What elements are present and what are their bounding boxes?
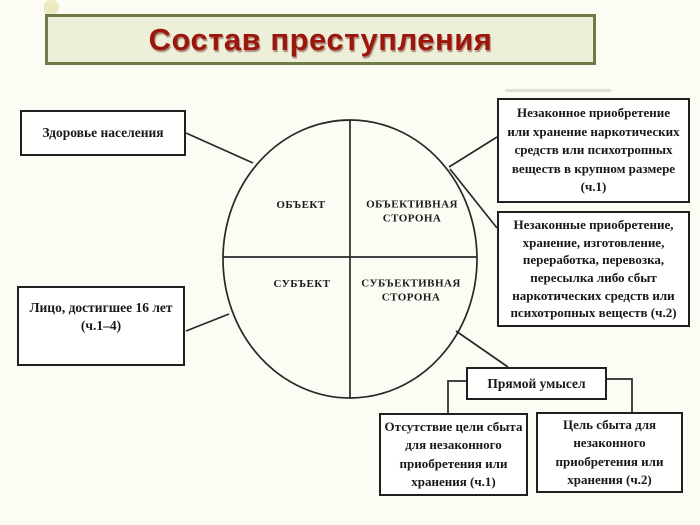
box-text-line: пересылка либо сбыт — [530, 270, 657, 285]
quadrant-label-subject: СУБЪЕКТ — [273, 277, 331, 290]
box-text-line: хранение, изготовление, — [522, 234, 665, 250]
box-text-line: психотропных веществ (ч.2) — [510, 305, 677, 321]
quadrant-label-line: СУБЪЕКТИВНАЯ — [361, 277, 461, 290]
connector-health-to-circle — [185, 132, 254, 164]
box-text-line: Цель сбыта для — [562, 416, 657, 432]
quadrant-label-line: СТОРОНА — [381, 292, 441, 304]
box-text-line: Незаконные приобретение, — [513, 216, 674, 232]
box-text-line: наркотических средств или — [512, 287, 675, 303]
direct-intent-box: Прямой умысел — [466, 367, 607, 400]
scan-streak — [505, 89, 611, 92]
box-text-line: (ч.1–4) — [80, 317, 122, 333]
box-text-line: приобретения или — [399, 455, 508, 471]
title-box: Состав преступления — [45, 14, 596, 65]
no-sale-purpose-ch1-box: Отсутствие цели сбыта для незаконного пр… — [379, 413, 528, 496]
illegal-acquisition-ch2-box: Незаконные приобретение, хранение, изгот… — [497, 211, 690, 327]
box-text-line: Лицо, достигшее 16 лет — [29, 300, 173, 315]
sale-purpose-ch2-box: Цель сбыта для незаконного приобретения … — [536, 412, 683, 493]
box-text-line: Отсутствие цели сбыта — [384, 418, 523, 434]
box-text-line: для незаконного — [405, 437, 502, 453]
quadrant-label-subjective-side: СУБЪЕКТИВНАЯ СТОРОНА — [361, 277, 461, 306]
quadrant-label-object: ОБЪЕКТ — [276, 198, 326, 211]
box-text-line: приобретения или — [555, 453, 664, 469]
health-of-population-box: Здоровье населения — [20, 110, 186, 156]
bracket-intent-to-left-box — [447, 380, 466, 414]
quadrant-label-line: СТОРОНА — [382, 213, 442, 225]
box-text-line: средств или психотропных — [514, 142, 673, 158]
illegal-acquisition-ch1-box: Незаконное приобретение или хранение нар… — [497, 98, 690, 203]
box-text-line: переработка, перевозка, — [522, 252, 665, 268]
quadrant-label-line: ОБЪЕКТИВНАЯ — [366, 198, 458, 211]
page-title: Состав преступления — [148, 21, 493, 57]
connector-person-to-circle — [185, 313, 230, 332]
scan-smudge — [44, 0, 59, 15]
bracket-intent-to-right-box — [605, 378, 633, 413]
person-16-years-box: Лицо, достигшее 16 лет (ч.1–4) — [17, 286, 185, 366]
box-text-line: хранения (ч.2) — [567, 471, 652, 487]
box-text-line: (ч.1) — [580, 179, 607, 195]
box-text-line: веществ в крупном размере — [511, 160, 676, 176]
connector-circle-to-intent — [455, 330, 509, 368]
box-text: Здоровье населения — [42, 125, 164, 140]
box-text-line: хранения (ч.1) — [411, 473, 496, 489]
box-text: Прямой умысел — [487, 375, 586, 391]
box-text-line: Незаконное приобретение — [516, 105, 671, 121]
connector-circle-to-ch2 — [449, 168, 498, 229]
box-text-line: незаконного — [573, 435, 646, 451]
box-text-line: или хранение наркотических — [507, 123, 680, 139]
connector-circle-to-ch1 — [448, 136, 498, 168]
quadrant-label-objective-side: ОБЪЕКТИВНАЯ СТОРОНА — [366, 198, 458, 227]
